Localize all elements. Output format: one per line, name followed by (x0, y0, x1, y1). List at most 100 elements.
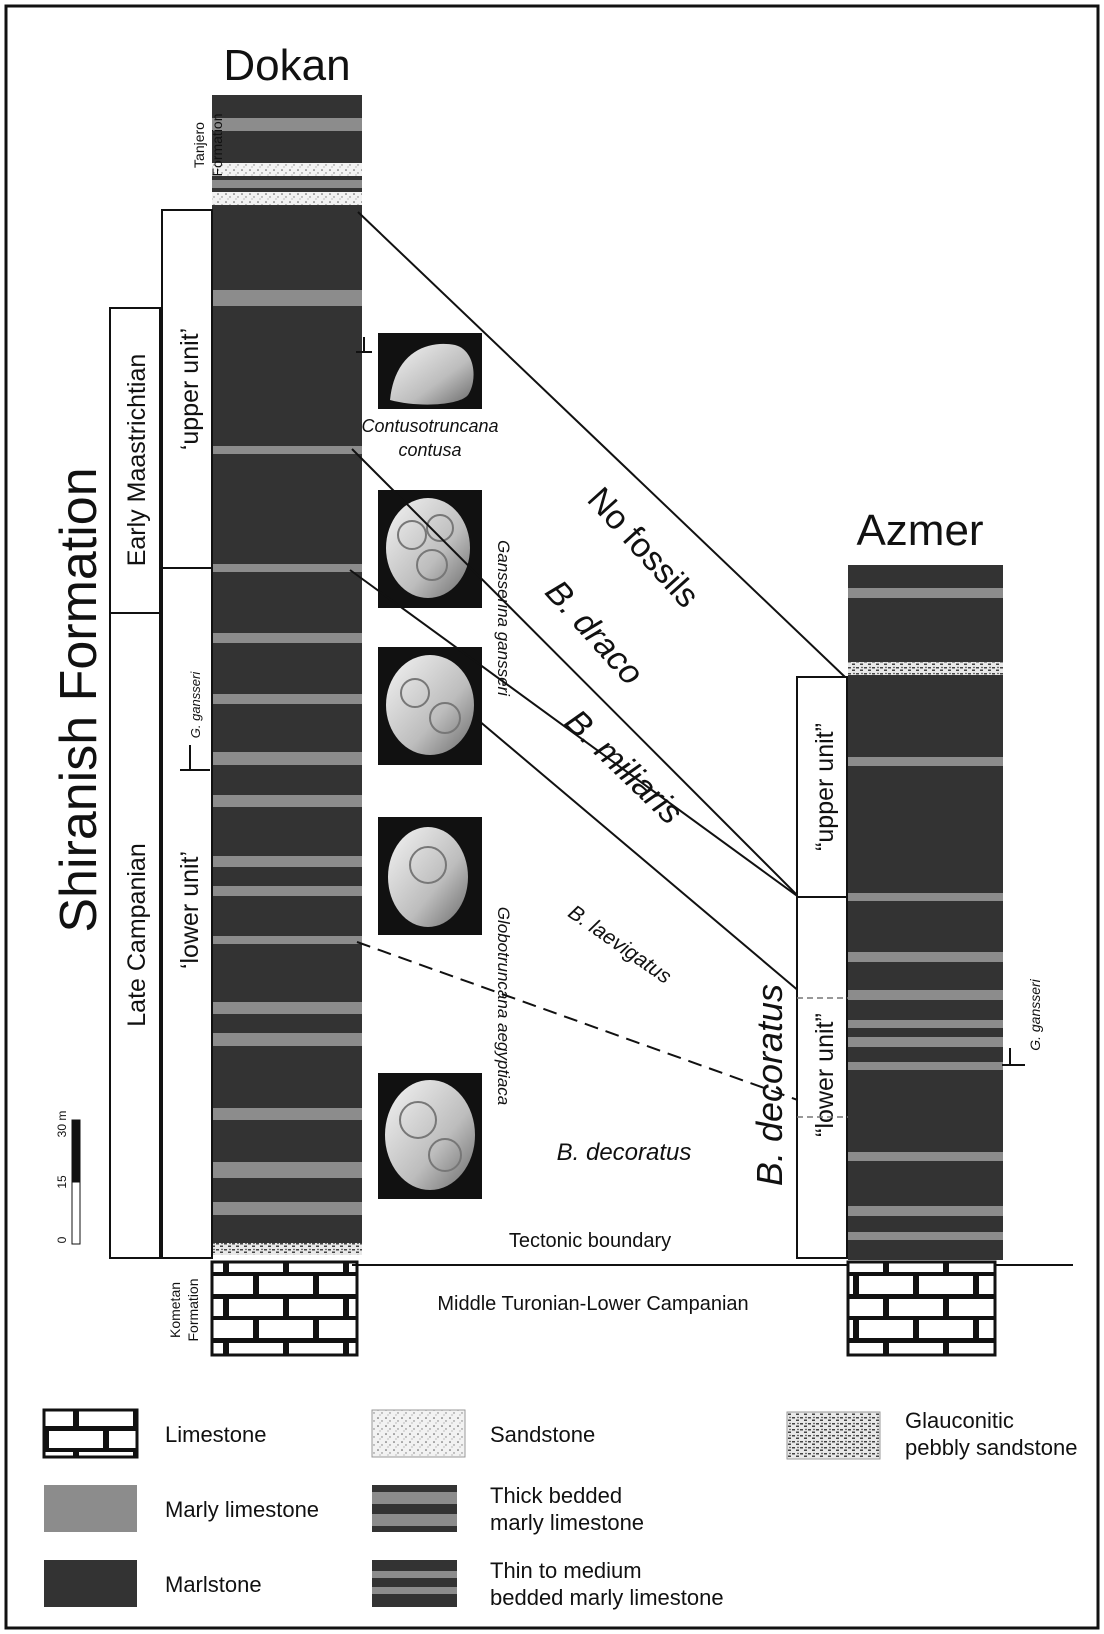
legend-swatch-marlstone (44, 1560, 137, 1607)
fossil-image-contusotruncana (378, 333, 482, 409)
scale-label-15: 15 (55, 1175, 69, 1189)
marly-limestone-bed (848, 1020, 1003, 1028)
dokan-lower-unit-box (161, 567, 213, 1259)
scale-label-0: 0 (55, 1236, 69, 1243)
marly-limestone-bed (212, 1033, 362, 1046)
contusotruncana-label-1: Contusotruncana (361, 416, 498, 436)
dokan-marly-beds (212, 290, 362, 1215)
g-gansseri-marker-dokan (180, 745, 210, 771)
fossil-image-gansserina-2 (378, 647, 482, 765)
marly-limestone-bed (212, 1162, 362, 1178)
legend-thin-line-1: Thin to medium (490, 1558, 642, 1583)
marly-limestone-bed (212, 886, 362, 896)
scale-bar: 0 15 30 m (55, 1111, 81, 1245)
contusotruncana-label-2: contusa (398, 440, 461, 460)
early-maastrichtian-label: Early Maastrichtian (123, 354, 151, 567)
g-gansseri-label-azmer: G. gansseri (1027, 978, 1043, 1050)
marly-limestone-bed (212, 1002, 362, 1014)
dokan-upper-unit-box (161, 209, 213, 569)
no-fossils-upper-line (357, 211, 846, 678)
marly-limestone-bed (212, 856, 362, 867)
marly-limestone-bed (848, 1206, 1003, 1216)
marly-limestone-bed (848, 1232, 1003, 1240)
miliaris-upper-line (349, 569, 801, 899)
legend-sandstone-label: Sandstone (490, 1422, 595, 1447)
marly-limestone-bed (848, 588, 1003, 598)
legend-swatch-thin-bedded (372, 1560, 457, 1607)
fossil-image-globotruncana-2 (378, 1073, 482, 1199)
tanjero-marly-bed (212, 118, 362, 131)
marly-limestone-bed (848, 1152, 1003, 1161)
legend-swatch-thick-bedded (372, 1485, 457, 1532)
azmer-lower-unit-label: “lower unit” (811, 1013, 839, 1137)
early-maastrichtian-box (109, 307, 161, 614)
tanjero-label-2: Formation (209, 113, 225, 176)
contusotruncana-marker (356, 337, 372, 353)
kometan-limestone-azmer (846, 1260, 997, 1357)
legend-thick-line-1: Thick bedded (490, 1483, 622, 1508)
azmer-section-title: Azmer (856, 506, 983, 555)
legend-thick-line-2: marly limestone (490, 1510, 644, 1535)
tanjero-sandstone-bed (212, 163, 362, 176)
marly-limestone-bed (848, 1062, 1003, 1070)
g-gansseri-label-dokan: G. gansseri (188, 671, 203, 739)
marly-limestone-bed (212, 633, 362, 643)
legend-swatch-marly-limestone (44, 1485, 137, 1532)
legend-swatch-glauconitic (786, 1411, 881, 1460)
tanjero-label-1: Tanjero (191, 122, 207, 168)
marly-limestone-bed (212, 936, 362, 944)
marly-limestone-bed (212, 290, 362, 306)
shiranish-marlstone-dokan (212, 210, 362, 1255)
marly-limestone-bed (848, 952, 1003, 962)
g-gansseri-marker-azmer (1002, 1048, 1025, 1066)
tanjero-marly-bed-2 (212, 180, 362, 188)
kometan-limestone-dokan (210, 1260, 359, 1357)
draco-upper-line (351, 448, 801, 899)
marly-limestone-bed (212, 564, 362, 572)
shiranish-formation-label: Shiranish Formation (50, 467, 108, 932)
gansserina-label: Gansserina gansseri (494, 540, 513, 697)
dokan-column (210, 95, 362, 1357)
azmer-lower-unit-box (796, 896, 848, 1259)
late-campanian-box (109, 612, 161, 1259)
marly-limestone-bed (212, 1202, 362, 1215)
dokan-upper-unit-label: ‘upper unit’ (176, 328, 204, 450)
marly-limestone-bed (848, 893, 1003, 901)
late-campanian-label: Late Campanian (123, 843, 151, 1026)
dokan-section-title: Dokan (223, 41, 350, 90)
kometan-age-label: Middle Turonian-Lower Campanian (437, 1293, 748, 1315)
marly-limestone-bed (212, 1108, 362, 1120)
glauconitic-bed-dokan (212, 1243, 362, 1255)
legend-marly-limestone-label: Marly limestone (165, 1497, 319, 1522)
azmer-upper-unit-box (796, 676, 848, 898)
legend-glauconitic-line-2: pebbly sandstone (905, 1435, 1077, 1460)
glauconitic-bed-azmer (848, 662, 1003, 675)
b-decoratus-azmer-label: B. decoratus (749, 984, 790, 1186)
tanjero-marlstone (212, 95, 362, 210)
b-laevigatus-label: B. laevigatus (564, 901, 676, 989)
marly-limestone-bed (848, 1037, 1003, 1047)
legend-glauconitic-line-1: Glauconitic (905, 1408, 1014, 1433)
legend-swatch-sandstone (371, 1409, 466, 1458)
legend-swatch-limestone (42, 1408, 139, 1459)
marly-limestone-bed (212, 752, 362, 765)
marly-limestone-bed (848, 990, 1003, 1000)
azmer-marly-beds (848, 588, 1003, 1240)
legend-marlstone-label: Marlstone (165, 1572, 262, 1597)
figure-frame (4, 4, 1100, 1630)
fossil-image-gansserina (378, 490, 482, 608)
marly-limestone-bed (212, 694, 362, 704)
legend-thin-line-2: bedded marly limestone (490, 1585, 724, 1610)
b-decoratus-label: B. decoratus (557, 1139, 692, 1166)
marly-limestone-bed (212, 795, 362, 807)
kometan-label-2: Formation (185, 1278, 201, 1341)
scale-label-30: 30 m (55, 1111, 69, 1138)
globotruncana-label: Globotruncana aegyptiaca (494, 907, 513, 1105)
b-draco-label: B. draco (538, 573, 651, 693)
tectonic-boundary-label: Tectonic boundary (509, 1230, 671, 1252)
azmer-upper-unit-label: “upper unit” (811, 723, 839, 851)
dokan-lower-unit-label: ‘lower unit’ (176, 851, 204, 969)
laevigatus-line (477, 719, 801, 993)
legend-limestone-label: Limestone (165, 1422, 267, 1447)
